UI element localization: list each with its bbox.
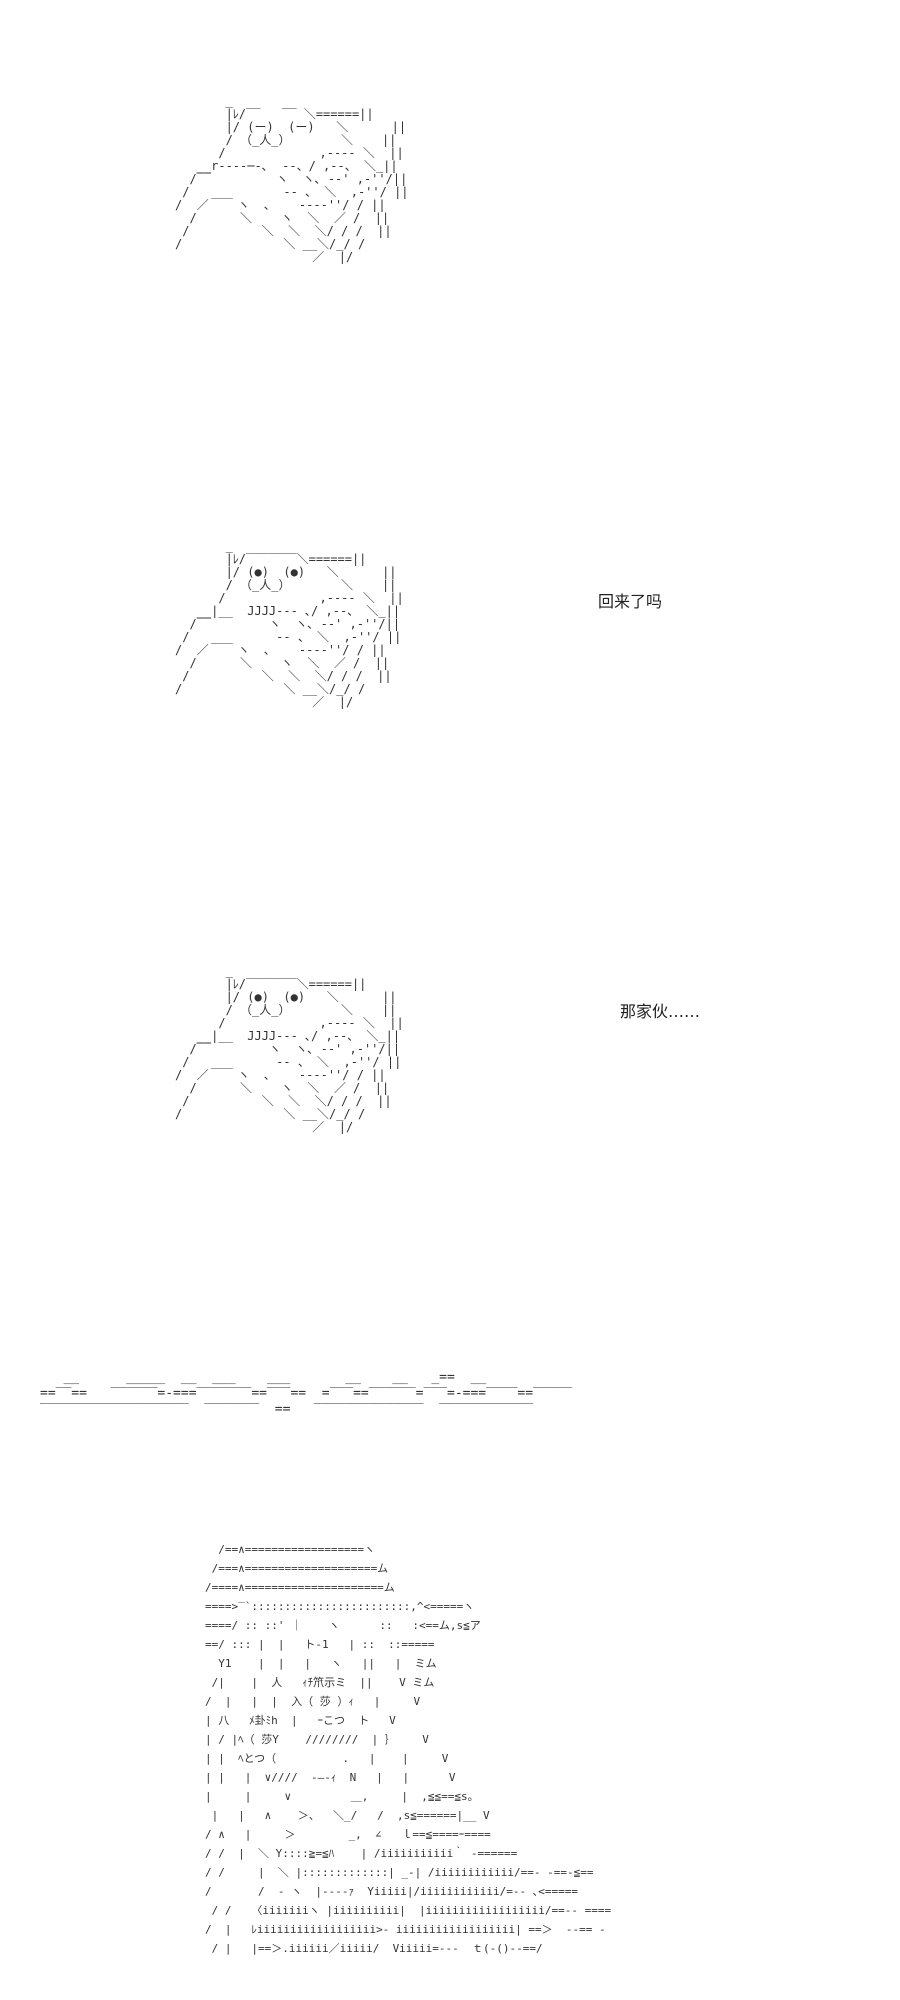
dialogue-caption-2: 那家伙…… (620, 1002, 701, 1021)
divider-line-art: __ _____ __ ___ ___ __ __ _== __ ==‾‾== … (40, 1370, 573, 1417)
aa-panel-4: /==∧==================ヽ /===∧===========… (205, 1540, 705, 2000)
dialogue-caption-1: 回来了吗 (598, 592, 663, 611)
ascii-art-girl-character: /==∧==================ヽ /===∧===========… (205, 1543, 612, 1955)
ascii-art-character-lying-eyes-open-repeat: _ |ﾚ/‾‾‾‾‾‾‾＼======|| |/ (●) (●) ＼ || / … (175, 964, 404, 1134)
aa-panel-1: _ |ﾚ/‾‾ ‾‾ ＼======|| |/ (ー) (ー) ＼ || / （… (175, 95, 515, 295)
aa-panel-3: _ |ﾚ/‾‾‾‾‾‾‾＼======|| |/ (●) (●) ＼ || / … (175, 965, 515, 1165)
scene-divider: __ _____ __ ___ ___ __ __ _== __ ==‾‾== … (40, 1370, 860, 1430)
aa-panel-2: _ |ﾚ/‾‾‾‾‾‾‾＼======|| |/ (●) (●) ＼ || / … (175, 540, 515, 740)
ascii-art-character-lying-eyes-closed: _ |ﾚ/‾‾ ‾‾ ＼======|| |/ (ー) (ー) ＼ || / （… (175, 94, 409, 264)
ascii-art-character-lying-eyes-open: _ |ﾚ/‾‾‾‾‾‾‾＼======|| |/ (●) (●) ＼ || / … (175, 539, 404, 709)
